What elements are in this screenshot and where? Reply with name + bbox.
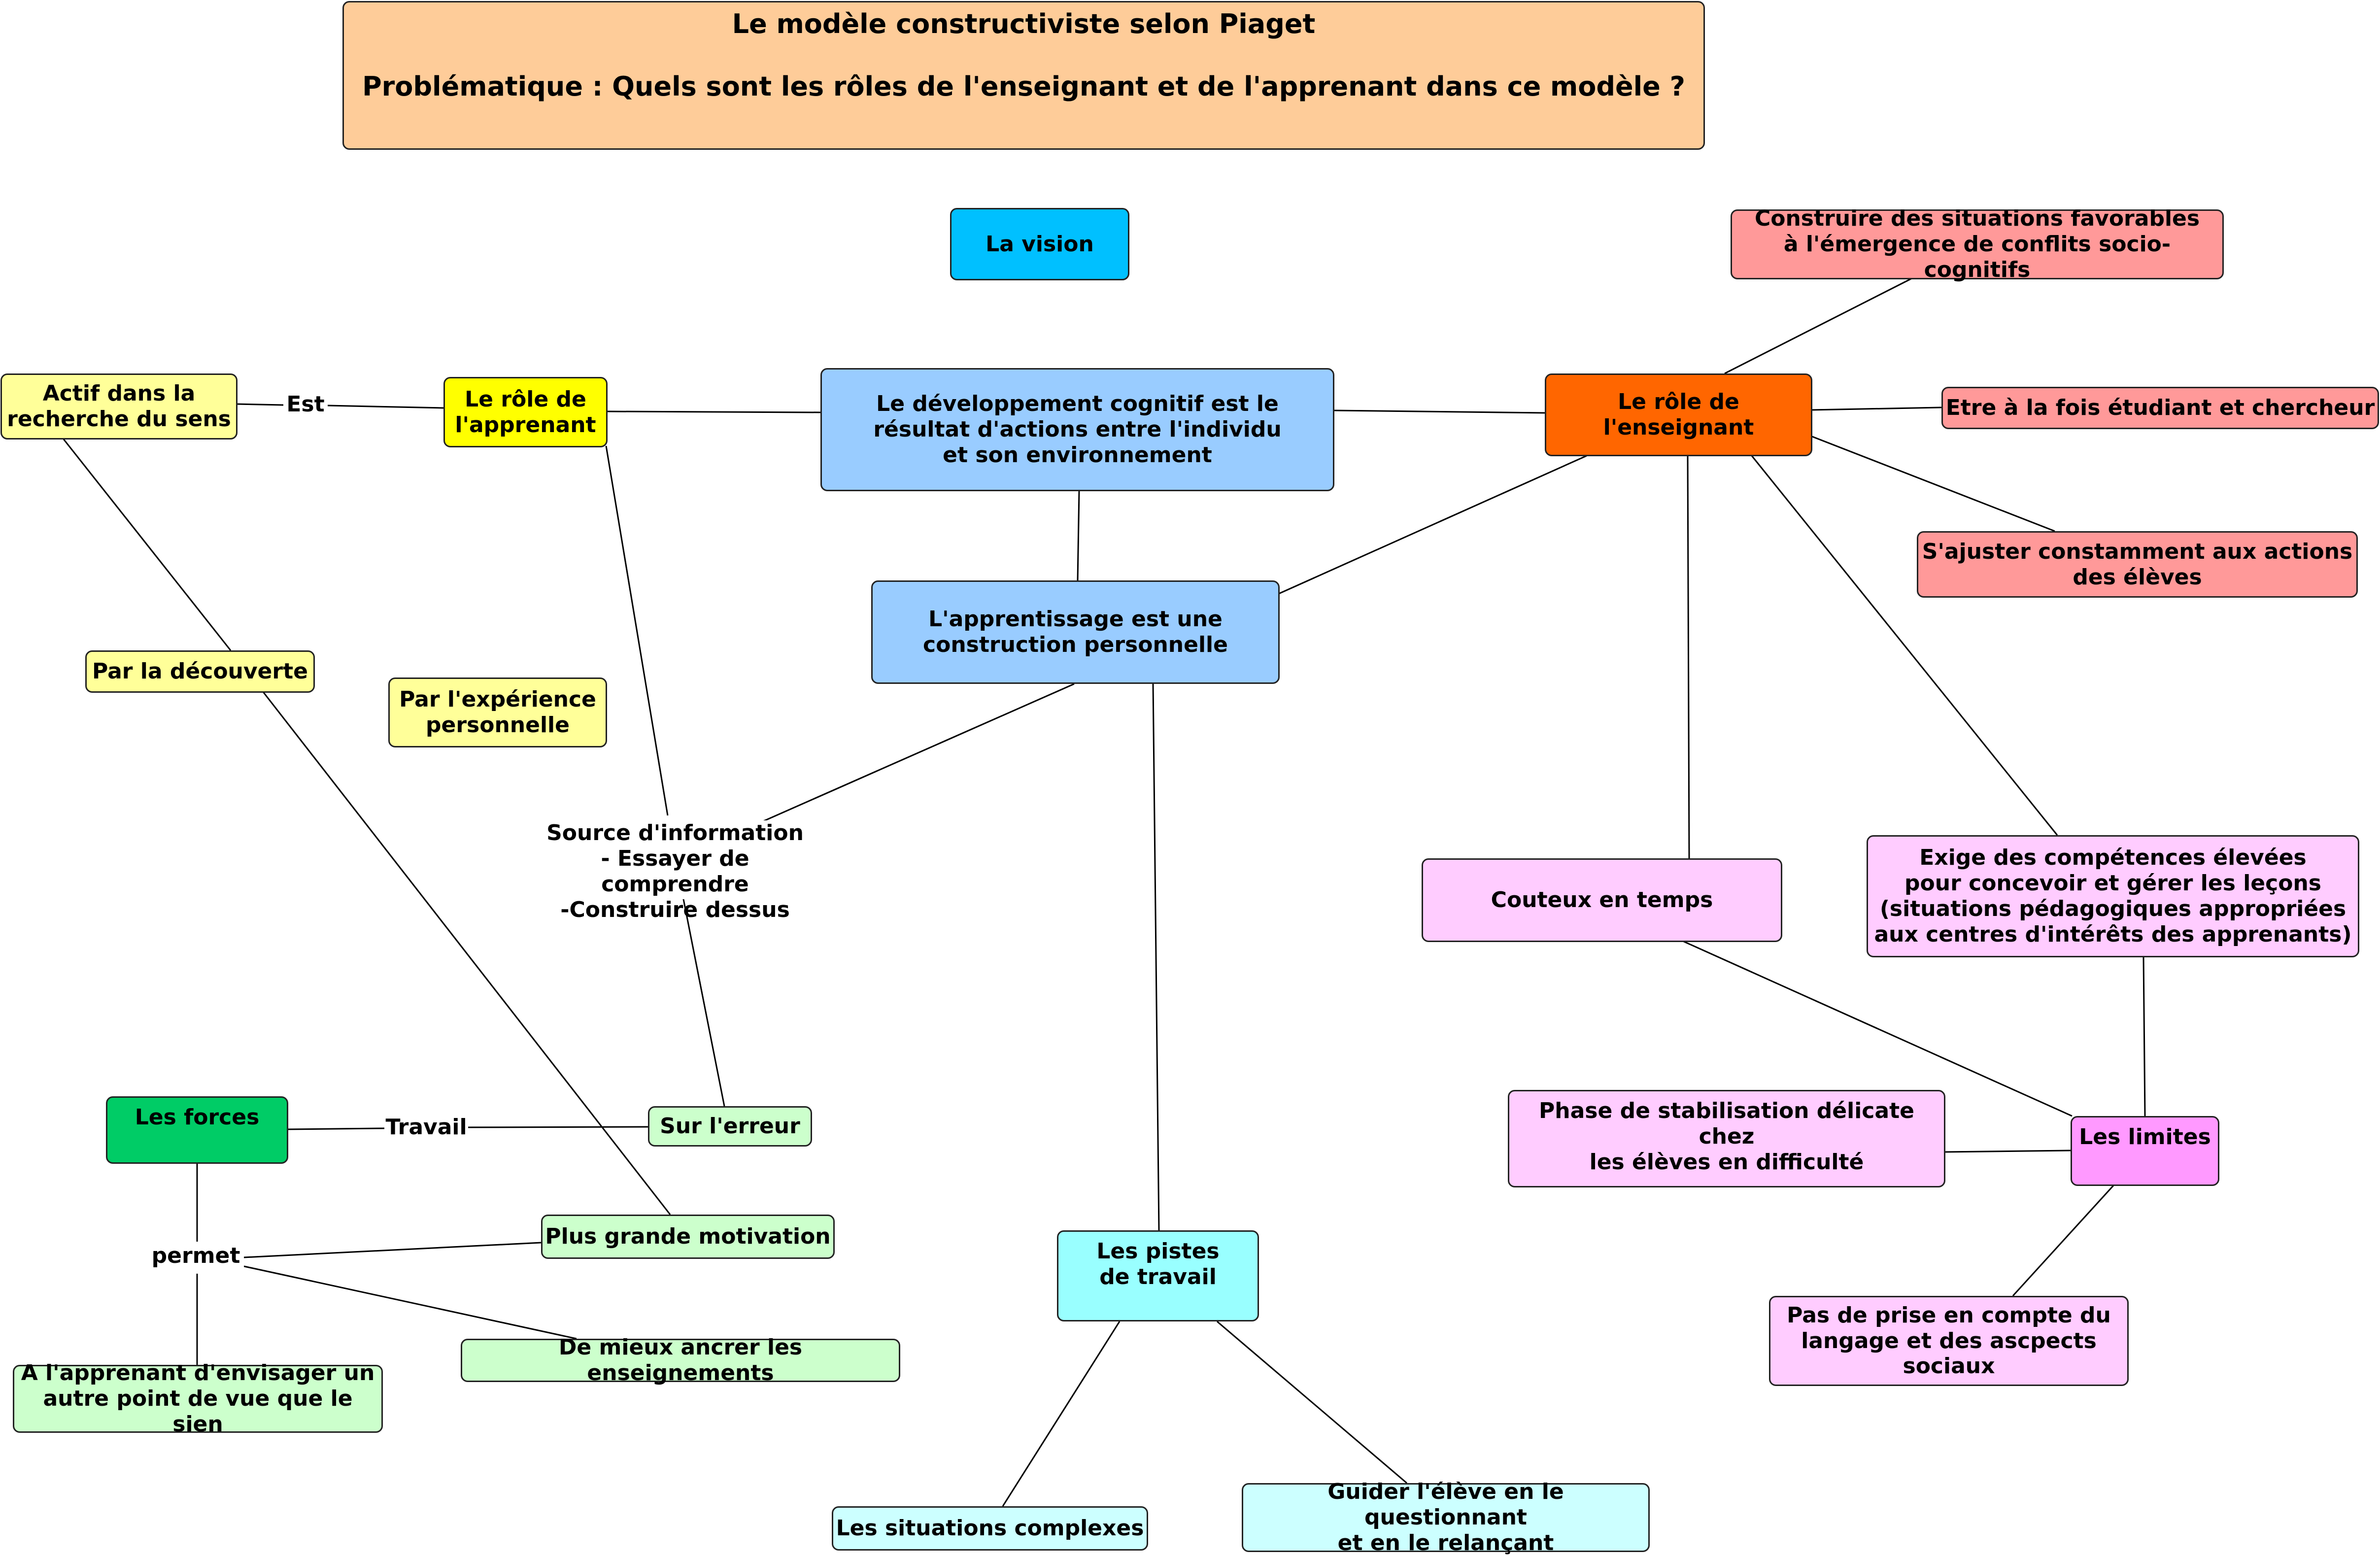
link-apprentissage-enseignant: [1278, 455, 1587, 595]
node-phase[interactable]: Phase de stabilisation délicate chez les…: [1508, 1090, 1945, 1187]
node-etudiant-chercheur[interactable]: Etre à la fois étudiant et chercheur: [1941, 387, 2379, 429]
link-phase-limites: [1943, 1150, 2071, 1153]
node-erreur[interactable]: Sur l'erreur: [648, 1106, 812, 1147]
label-source: Source d'information - Essayer de compre…: [527, 820, 823, 922]
node-experience[interactable]: Par l'expérience personnelle: [388, 677, 607, 747]
node-pas-prise[interactable]: Pas de prise en compte du langage et des…: [1769, 1296, 2129, 1386]
node-envisager[interactable]: A l'apprenant d'envisager un autre point…: [13, 1360, 383, 1437]
link-pistes-guider: [1217, 1320, 1407, 1484]
link-enseignant-couteux: [1687, 455, 1690, 859]
node-competences[interactable]: Exige des compétences élevées pour conce…: [1867, 835, 2359, 957]
title-box: Le modèle constructiviste selon Piaget P…: [342, 1, 1705, 150]
link-apprentissage-pistes: [1152, 683, 1160, 1231]
label-est: Est: [283, 392, 328, 419]
diagram-question: Problématique : Quels sont les rôles de …: [362, 70, 1685, 102]
link-source-erreur: [681, 894, 725, 1107]
link-enseignant-competences: [1751, 455, 2058, 836]
link-apprenant-developpement: [606, 410, 821, 413]
node-apprentissage[interactable]: L'apprentissage est une construction per…: [871, 580, 1280, 684]
label-permet: permet: [148, 1243, 244, 1271]
link-permet-motivation: [243, 1242, 542, 1258]
link-actif-est: [236, 403, 284, 406]
node-ajuster[interactable]: S'ajuster constamment aux actions des él…: [1917, 531, 2358, 598]
link-couteux-limites: [1682, 940, 2073, 1117]
link-enseignant-etudiant: [1810, 406, 1942, 411]
link-est-apprenant: [327, 405, 444, 409]
link-apprentissage-source: [753, 683, 1075, 826]
node-limites[interactable]: Les limites: [2071, 1116, 2219, 1186]
node-decouverte[interactable]: Par la découverte: [85, 650, 315, 693]
link-permet-ancrer: [243, 1265, 577, 1340]
node-vision[interactable]: La vision: [950, 208, 1129, 280]
node-situations-favorables[interactable]: Construire des situations favorables à l…: [1731, 206, 2224, 282]
link-developpement-enseignant: [1332, 409, 1545, 414]
label-travail: Travail: [384, 1115, 468, 1142]
node-guider[interactable]: Guider l'élève en le questionnant et en …: [1242, 1479, 1650, 1556]
node-couteux[interactable]: Couteux en temps: [1422, 858, 1782, 942]
link-pistes-complexes: [1002, 1321, 1121, 1507]
node-motivation[interactable]: Plus grande motivation: [541, 1215, 835, 1259]
node-pistes[interactable]: Les pistes de travail: [1057, 1230, 1259, 1321]
node-actif[interactable]: Actif dans la recherche du sens: [0, 373, 238, 440]
node-role-apprenant[interactable]: Le rôle de l'apprenant: [443, 377, 608, 447]
diagram-title: Le modèle constructiviste selon Piaget: [732, 8, 1316, 39]
link-enseignant-ajuster: [1810, 435, 2055, 532]
link-developpement-apprentissage: [1077, 490, 1080, 581]
node-role-enseignant[interactable]: Le rôle de l'enseignant: [1545, 373, 1812, 456]
link-forces-travail: [288, 1127, 385, 1130]
node-forces[interactable]: Les forces: [106, 1096, 288, 1164]
node-developpement[interactable]: Le développement cognitif est le résulta…: [820, 368, 1334, 491]
link-competences-limites: [2142, 955, 2146, 1116]
link-actif-decouverte: [62, 438, 232, 651]
node-ancrer[interactable]: De mieux ancrer les enseignements: [461, 1335, 900, 1386]
link-apprenant-source: [605, 445, 669, 816]
link-enseignant-situations: [1724, 277, 1912, 374]
node-situations-complexes[interactable]: Les situations complexes: [832, 1506, 1148, 1551]
link-limites-paspris: [2012, 1184, 2115, 1297]
